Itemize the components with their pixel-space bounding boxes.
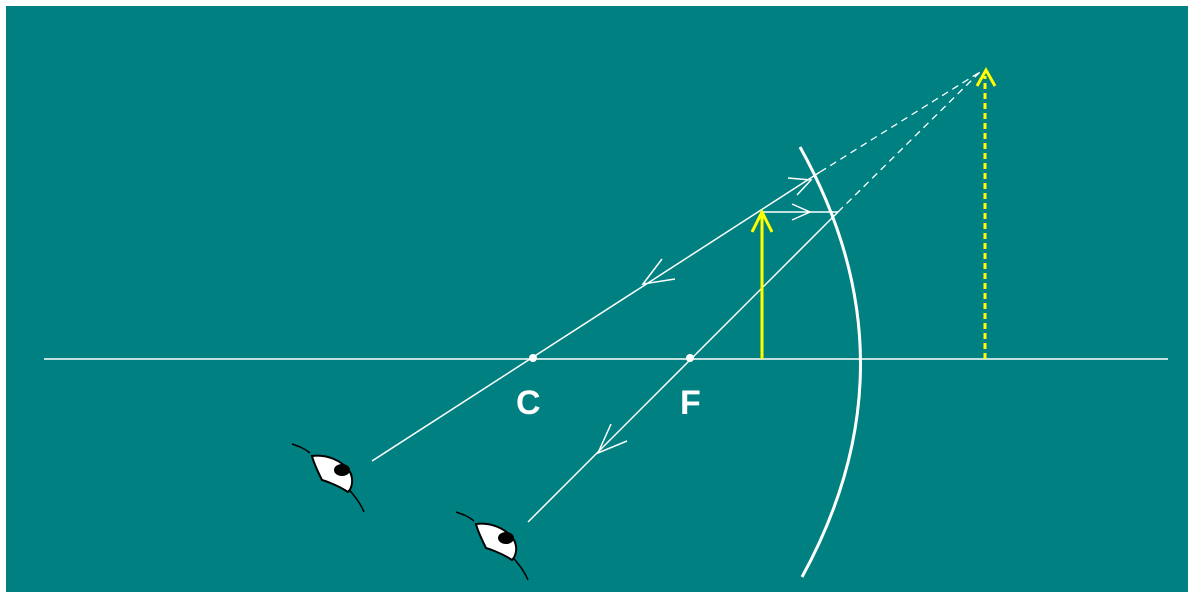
diagram-background: [6, 6, 1188, 592]
object-arrow-head: [750, 208, 774, 233]
focal-point-label: F: [680, 384, 701, 422]
center-of-curvature-label: C: [516, 384, 541, 422]
image-arrow-head: [975, 66, 997, 87]
ray-arrowhead-parallel: [791, 203, 812, 221]
ray-arrowhead-reflected-lower: [596, 423, 628, 455]
ray-reflected-through-focus: [527, 211, 839, 523]
virtual-ray-extension-upper: [819, 71, 981, 173]
concave-mirror: [798, 146, 862, 578]
ray-through-center: [371, 171, 821, 462]
eye-icon: [455, 511, 529, 581]
focal-point-marker: [686, 354, 694, 362]
ray-arrowhead-reflected-upper: [641, 258, 676, 286]
virtual-ray-extension-lower: [837, 71, 981, 213]
ray-arrowhead-incident-upper: [787, 177, 813, 196]
eye-icon: [291, 443, 365, 513]
center-of-curvature-point: [529, 354, 537, 362]
